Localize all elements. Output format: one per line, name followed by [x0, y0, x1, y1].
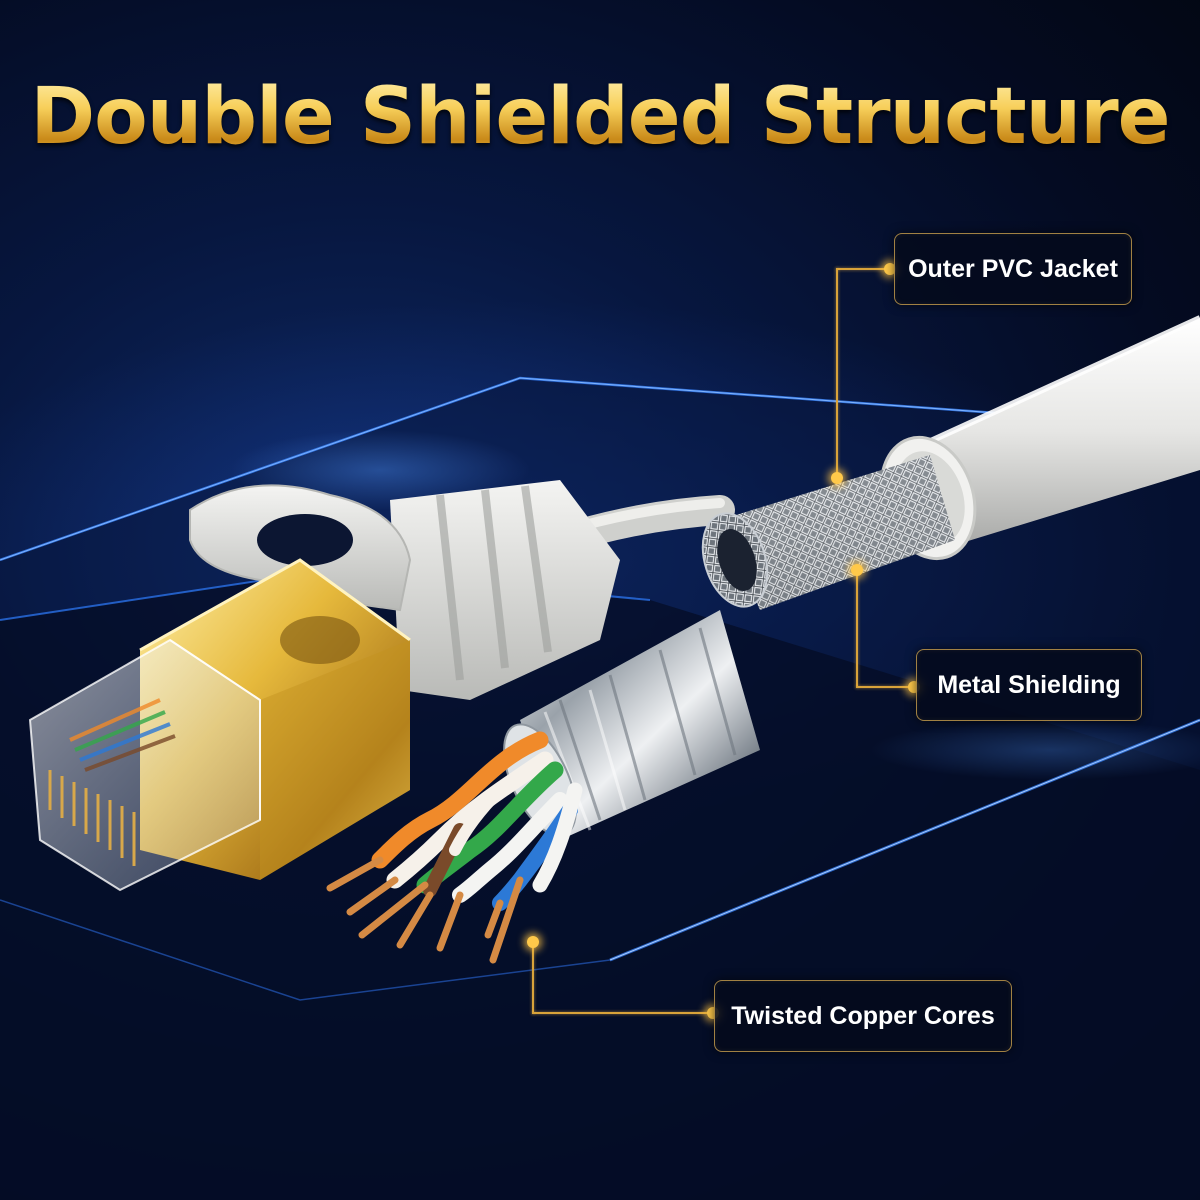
shielding-connector-line: [856, 686, 916, 688]
cores-connector-line-vertical: [532, 942, 534, 1014]
jacket-callout-dot: [884, 263, 896, 275]
rj45-clear-tip: [28, 638, 261, 892]
outer-pvc-jacket-label: Outer PVC Jacket: [894, 233, 1132, 305]
jacket-connector-line-vertical: [836, 268, 838, 478]
connector-boot: [189, 480, 620, 700]
metal-shielding-label: Metal Shielding: [916, 649, 1142, 721]
twisted-copper-wires: [326, 731, 583, 964]
shielding-connector-line-vertical: [856, 570, 858, 688]
copper-tips: [326, 856, 524, 964]
page-title: Double Shielded Structure: [0, 72, 1200, 162]
jacket-connector-line: [836, 268, 890, 270]
cores-connector-line: [532, 1012, 714, 1014]
cores-anchor-dot: [527, 936, 539, 948]
twisted-copper-cores-label: Twisted Copper Cores: [714, 980, 1012, 1052]
metal-braid-shielding: [701, 455, 955, 610]
jacket-anchor-dot: [831, 472, 843, 484]
shielding-anchor-dot: [851, 564, 863, 576]
